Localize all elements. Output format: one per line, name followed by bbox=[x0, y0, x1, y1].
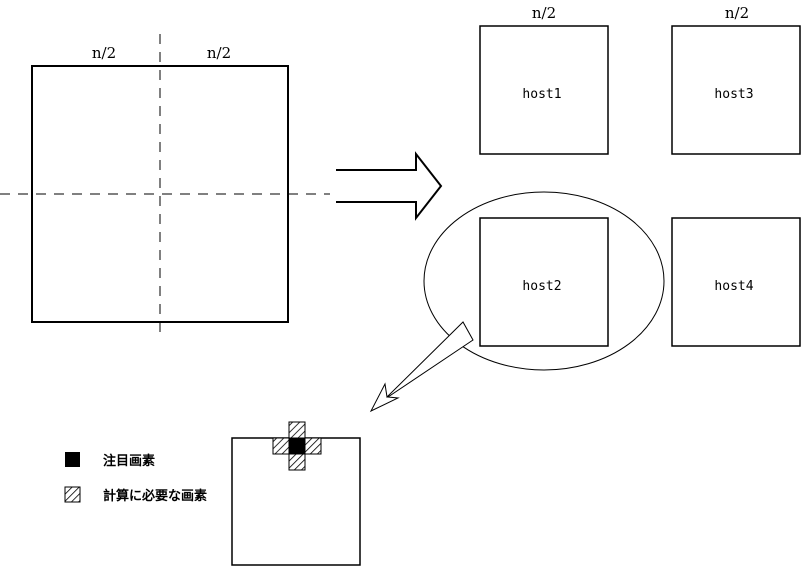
hosts-header-left: n/2 bbox=[532, 4, 556, 22]
source-label-left: n/2 bbox=[92, 44, 116, 62]
host-box-host1: host1 bbox=[479, 25, 609, 155]
neighbor-pixel-bottom bbox=[288, 453, 306, 471]
legend-focus-swatch bbox=[65, 452, 80, 467]
distribute-arrow bbox=[336, 151, 443, 221]
source-label-right: n/2 bbox=[207, 44, 231, 62]
host-label: host1 bbox=[522, 87, 561, 102]
hosts-header-right: n/2 bbox=[725, 4, 749, 22]
host-box-host2: host2 bbox=[479, 217, 609, 347]
host-label: host3 bbox=[714, 87, 753, 102]
zoom-arrow bbox=[369, 321, 474, 413]
source-image-frame bbox=[31, 65, 289, 323]
host-box-host4: host4 bbox=[671, 217, 801, 347]
focus-pixel bbox=[288, 437, 306, 455]
neighbor-pixel-top bbox=[288, 421, 306, 439]
legend-required-swatch bbox=[64, 486, 81, 503]
legend: 注目画素 計算に必要な画素 bbox=[64, 452, 207, 504]
host2-highlight-ellipse bbox=[423, 191, 665, 371]
zoomed-block bbox=[231, 421, 361, 566]
neighbor-pixel-right bbox=[304, 437, 322, 455]
neighbor-pixel-left bbox=[272, 437, 290, 455]
host-label: host4 bbox=[714, 279, 753, 294]
legend-focus-label: 注目画素 bbox=[103, 453, 155, 469]
host-label: host2 bbox=[522, 279, 561, 294]
host-box-host3: host3 bbox=[671, 25, 801, 155]
legend-required-label: 計算に必要な画素 bbox=[103, 488, 207, 504]
source-image: n/2 n/2 bbox=[0, 34, 330, 338]
